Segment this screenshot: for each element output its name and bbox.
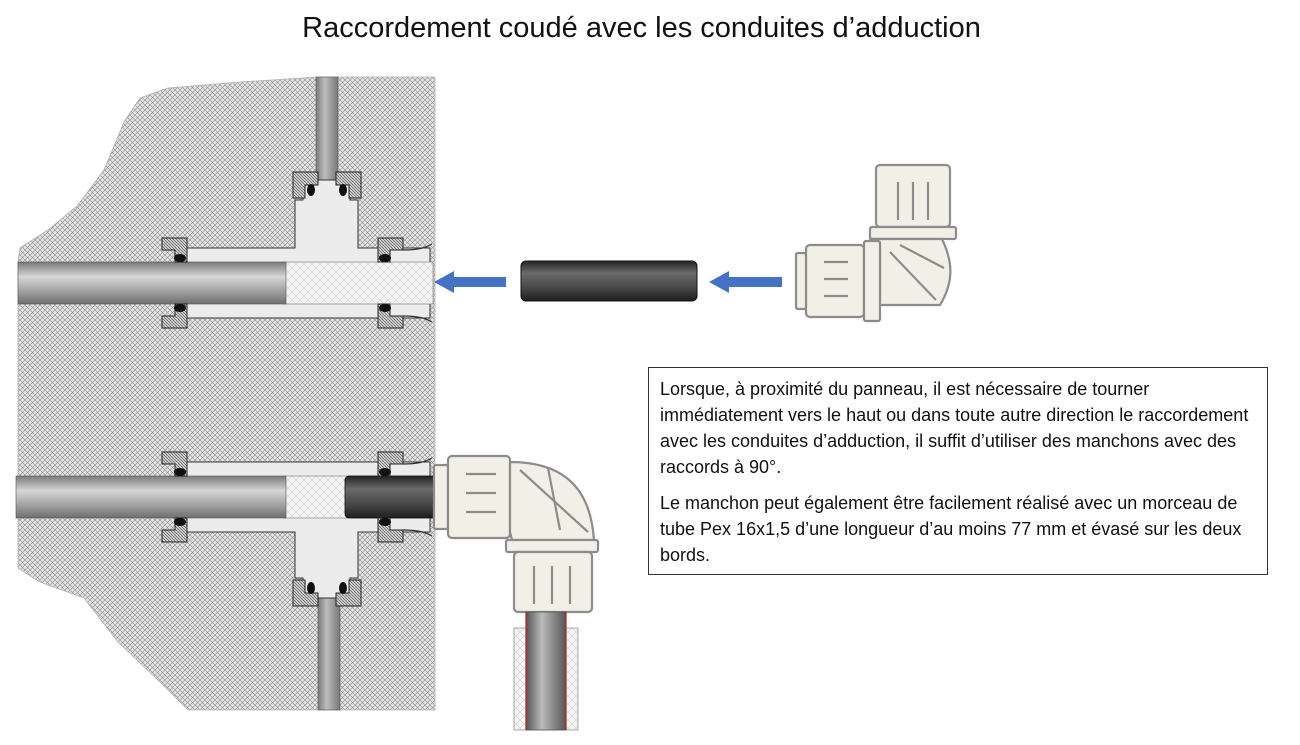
page-title: Raccordement coudé avec les conduites d’… bbox=[302, 12, 981, 44]
upper-tee-fitting bbox=[17, 76, 434, 329]
description-box: Lorsque, à proximité du panneau, il est … bbox=[648, 367, 1268, 575]
description-paragraph: Le manchon peut également être facilemen… bbox=[660, 493, 1242, 565]
arrow-left-icon bbox=[709, 271, 782, 293]
elbow-fitting-icon bbox=[794, 163, 958, 323]
downward-tube bbox=[513, 611, 579, 731]
arrow-left-icon bbox=[434, 271, 506, 293]
lower-horizontal-pipe bbox=[15, 475, 287, 519]
elbow-fitting-icon bbox=[432, 454, 600, 614]
inserted-sleeve bbox=[344, 475, 438, 519]
loose-sleeve bbox=[520, 260, 698, 302]
lower-tee-fitting bbox=[15, 451, 438, 711]
wall-section bbox=[17, 76, 436, 711]
upper-horizontal-pipe bbox=[17, 261, 287, 305]
description-paragraph: Lorsque, à proximité du panneau, il est … bbox=[660, 379, 1249, 477]
